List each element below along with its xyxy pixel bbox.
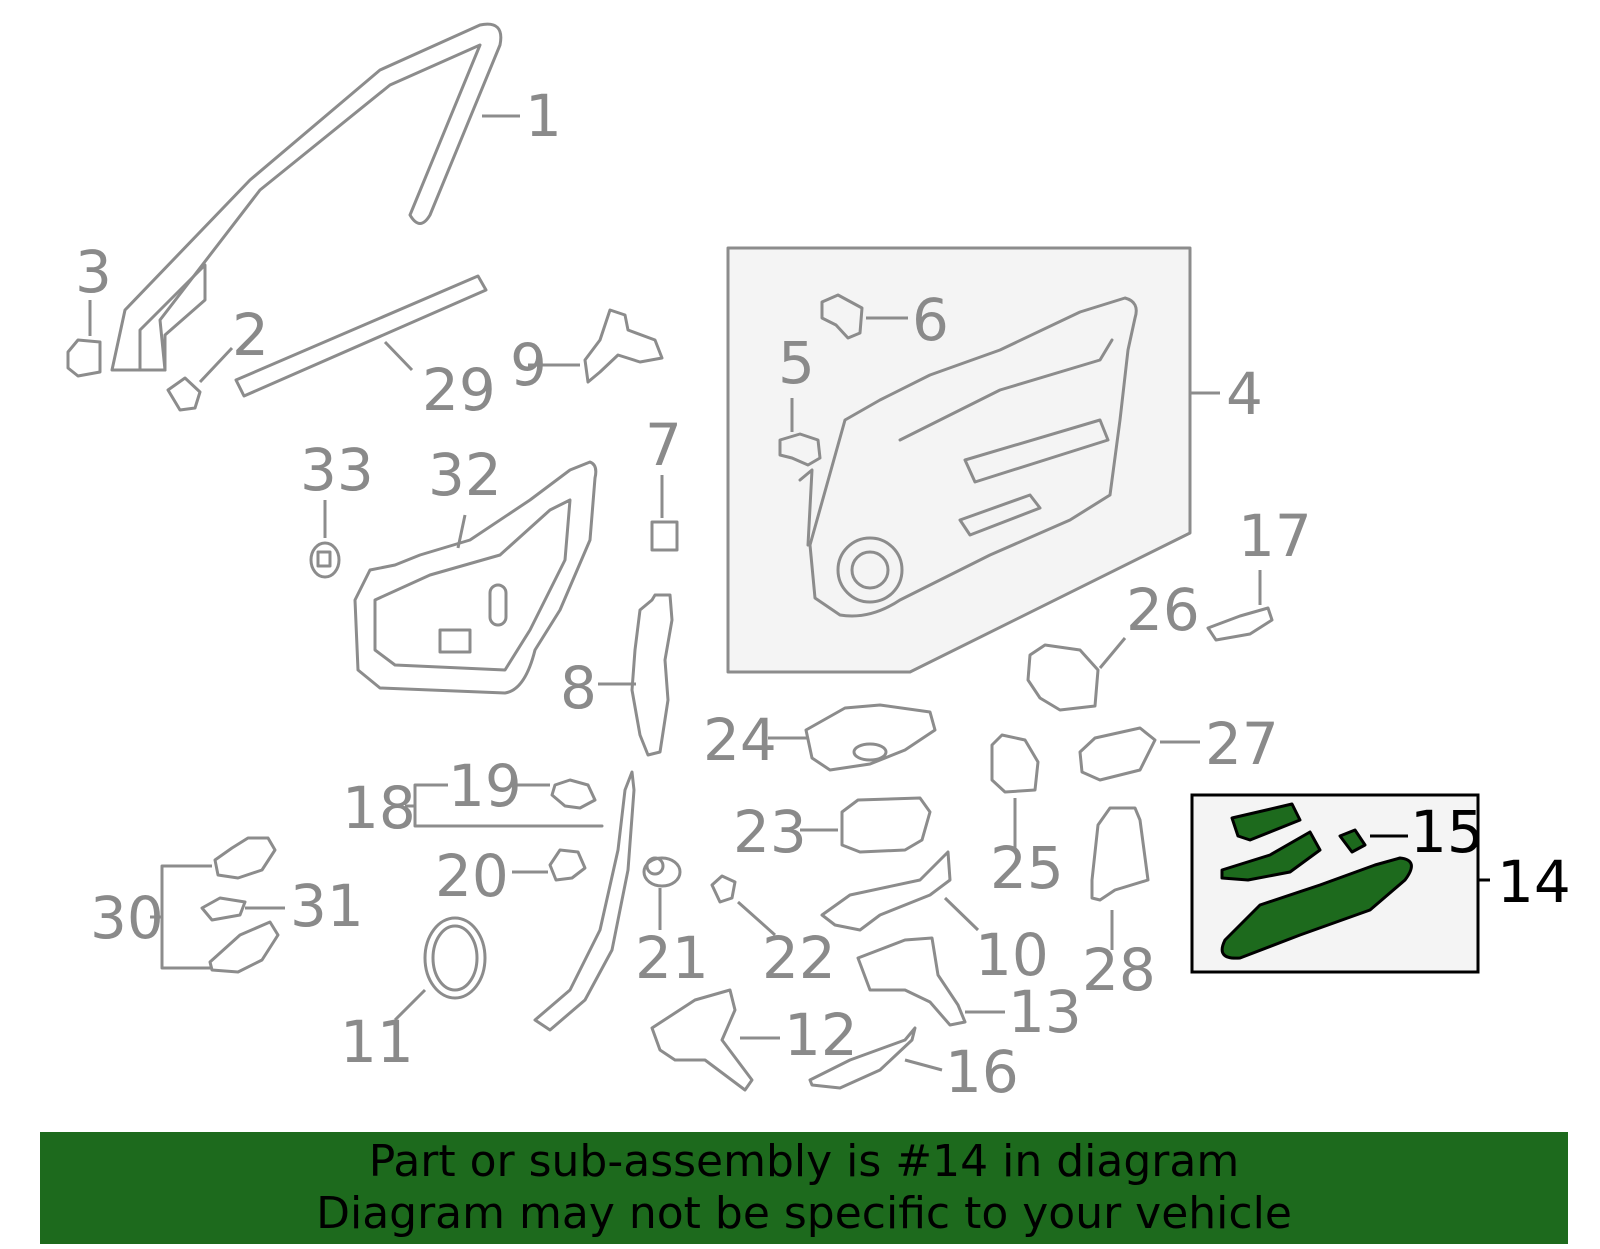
part-8-bracket[interactable] — [598, 593, 674, 757]
callout-9: 9 — [510, 331, 547, 399]
callout-32: 32 — [428, 441, 502, 509]
callout-19: 19 — [448, 752, 522, 820]
part-26-switch[interactable] — [1026, 637, 1127, 712]
callout-8: 8 — [560, 654, 597, 722]
part-4-door-trim-box[interactable] — [726, 246, 1220, 674]
callout-33: 33 — [300, 436, 374, 504]
part-23-switch[interactable] — [800, 796, 932, 854]
callout-20: 20 — [435, 842, 509, 910]
part-9-hinge[interactable] — [528, 308, 664, 384]
part-2-clip[interactable] — [166, 346, 234, 412]
callout-21: 21 — [635, 924, 709, 992]
callout-30: 30 — [90, 884, 164, 952]
part-16-garnish[interactable] — [808, 1026, 943, 1090]
callout-23: 23 — [733, 798, 807, 866]
part-13-trim[interactable] — [856, 936, 1005, 1027]
callout-31: 31 — [290, 872, 364, 940]
callout-16: 16 — [945, 1038, 1019, 1106]
callout-27: 27 — [1205, 710, 1279, 778]
part-10-armrest-base[interactable] — [820, 850, 980, 932]
part-32-water-shield[interactable] — [353, 460, 598, 695]
part-22-bolt[interactable] — [710, 874, 776, 937]
part-17-pad[interactable] — [1206, 570, 1274, 642]
part-1-door-molding[interactable] — [110, 22, 520, 372]
callout-14: 14 — [1497, 848, 1571, 916]
part-11-speaker-ring[interactable] — [393, 916, 487, 1022]
callout-12: 12 — [784, 1001, 858, 1069]
part-20-clip[interactable] — [512, 848, 587, 882]
part-12-bracket[interactable] — [650, 988, 780, 1092]
part-28-bracket[interactable] — [1090, 806, 1150, 950]
callout-28: 28 — [1082, 936, 1156, 1004]
part-33-grommet[interactable] — [309, 500, 341, 579]
callout-7: 7 — [645, 411, 682, 479]
callout-10: 10 — [975, 921, 1049, 989]
callout-6: 6 — [912, 286, 949, 354]
callout-24: 24 — [703, 706, 777, 774]
callout-5: 5 — [778, 329, 815, 397]
callout-11: 11 — [340, 1008, 414, 1076]
callout-15: 15 — [1410, 798, 1484, 866]
part-31-screw[interactable] — [200, 896, 285, 922]
part-7-clip[interactable] — [650, 475, 679, 552]
callout-26: 26 — [1126, 576, 1200, 644]
banner-line-2: Diagram may not be specific to your vehi… — [316, 1188, 1292, 1239]
part-14-armrest-assembly[interactable] — [1190, 793, 1490, 974]
callout-29: 29 — [422, 356, 496, 424]
part-29-weatherstrip[interactable] — [234, 274, 488, 398]
banner-line-1: Part or sub-assembly is #14 in diagram — [368, 1136, 1240, 1187]
part-27-switch[interactable] — [1078, 726, 1200, 782]
part-3-grommet[interactable] — [66, 300, 102, 378]
part-30-bracket-group[interactable] — [150, 836, 280, 974]
part-25-switch[interactable] — [990, 733, 1040, 848]
part-21-grommet[interactable] — [642, 856, 682, 930]
callout-1: 1 — [525, 82, 562, 150]
part-6-clip[interactable] — [820, 293, 908, 340]
info-banner: Part or sub-assembly is #14 in diagram D… — [40, 1132, 1568, 1244]
callout-17: 17 — [1238, 502, 1312, 570]
part-5-screw[interactable] — [778, 398, 822, 467]
callout-13: 13 — [1008, 978, 1082, 1046]
callout-22: 22 — [762, 924, 836, 992]
part-18-sash-trim[interactable] — [405, 770, 636, 1032]
callout-25: 25 — [990, 834, 1064, 902]
part-24-switch-bezel[interactable] — [768, 703, 937, 772]
part-19-clip[interactable] — [512, 778, 597, 810]
callout-2: 2 — [232, 301, 269, 369]
callout-4: 4 — [1226, 360, 1263, 428]
callout-18: 18 — [342, 774, 416, 842]
callout-3: 3 — [75, 238, 112, 306]
